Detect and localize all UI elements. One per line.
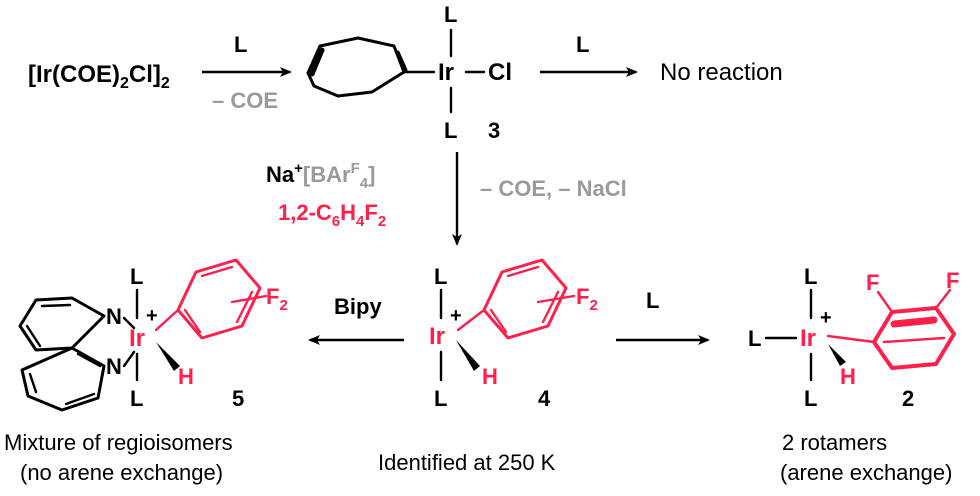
ligand-l-top-4: L [434, 264, 447, 289]
cyclooctene-ring [306, 36, 406, 98]
compound-3: Ir L L Cl 3 [306, 2, 512, 143]
no-reaction-label: No reaction [660, 59, 783, 86]
compound-3-number: 3 [488, 118, 500, 143]
ir-hydride-wedge-4 [456, 340, 480, 371]
starting-material: [Ir(COE)2Cl]2 [28, 61, 170, 92]
f2-label-4: F2 [576, 284, 598, 314]
ligand-l-bottom: L [444, 118, 457, 143]
iridium-atom-2: Ir [800, 325, 816, 352]
step2-reagent: L [576, 32, 589, 57]
step4-reagent: Bipy [334, 294, 382, 319]
hydride-h-4: H [482, 364, 498, 389]
step5-reagent: L [646, 288, 659, 313]
ligand-l-top-5: L [130, 264, 143, 289]
hydride-h-5: H [178, 364, 194, 389]
n-ir-bond-top-5 [122, 316, 136, 330]
ligand-l-bottom-5: L [130, 386, 143, 411]
bipy-ring-bottom [20, 346, 106, 412]
ir-hydride-wedge-5 [156, 342, 180, 371]
compound-2-number: 2 [902, 386, 914, 411]
arene-double-bond-4b [541, 290, 560, 324]
plus-charge-4: + [450, 305, 462, 327]
arene-f2-bond-5 [230, 294, 268, 304]
olefin-double-bond [396, 50, 408, 72]
c-f-bond-right-2 [934, 288, 952, 310]
bipy-bottom-double-b [64, 392, 96, 406]
arene-double-bond-5c [183, 308, 202, 334]
hydride-h-2: H [840, 364, 856, 389]
step1-byproduct: – COE [212, 88, 278, 113]
ligand-l-top: L [444, 2, 457, 27]
chlorine-atom: Cl [488, 59, 512, 86]
arene-2-mid-bond [882, 336, 946, 344]
plus-charge-2: + [820, 307, 832, 329]
step1-reagent: L [234, 32, 247, 57]
compound-5-number: 5 [232, 386, 244, 411]
compound-4: L Ir + L H F2 4 [429, 258, 598, 411]
plus-charge-5: + [146, 305, 158, 327]
iridium-atom-4: Ir [429, 323, 445, 350]
ligand-l-top-2: L [804, 264, 817, 289]
step3-arene: 1,2-C6H4F2 [278, 200, 386, 230]
compound-5-caption-line2: (no arene exchange) [20, 460, 223, 485]
iridium-atom: Ir [438, 59, 454, 86]
arene-double-bond-4a [506, 265, 540, 278]
bipy-top-double-a [40, 303, 72, 308]
ring-shade-bond [309, 47, 325, 77]
fluorine-left-2: F [866, 270, 879, 295]
compound-2-caption-line2: (arene exchange) [780, 460, 952, 485]
bipy-bottom-double-a [28, 372, 38, 394]
compound-2: L Ir + L L H F F 2 [748, 264, 959, 411]
fluoroarene-ring-5 [176, 258, 262, 340]
compound-4-caption: Identified at 250 K [378, 450, 556, 475]
arene-double-bond-5b [235, 290, 254, 324]
compound-2-caption-line1: 2 rotamers [782, 430, 887, 455]
compound-5-caption-line1: Mixture of regioisomers [4, 430, 233, 455]
ir-hydride-wedge-2 [828, 344, 846, 366]
c-f-bond-left-2 [876, 290, 894, 314]
ligand-l-bottom-2: L [804, 386, 817, 411]
arene-2-front-bond [890, 316, 938, 328]
ir-arene-bond-2 [826, 334, 876, 344]
step3-salt: Na+[BArF4] [266, 160, 375, 192]
nitrogen-bottom-5: N [106, 354, 122, 379]
n-ir-bond-bottom-5 [122, 350, 136, 368]
nitrogen-top-5: N [106, 304, 122, 329]
bipy-top-double-b [25, 324, 42, 348]
ligand-l-bottom-4: L [434, 386, 447, 411]
f2-label-5: F2 [266, 284, 288, 314]
arene-f2-bond-4 [536, 294, 576, 304]
iridium-atom-5: Ir [129, 325, 145, 352]
compound-5: N N L Ir + L H F2 5 [18, 258, 288, 412]
ir-aryl-bond-4 [456, 308, 486, 332]
fluoroarene-ring-4 [482, 258, 568, 340]
ir-aryl-bond-5 [154, 308, 180, 332]
arene-double-bond-4c [489, 308, 508, 334]
ligand-l-left-2: L [748, 326, 761, 351]
arene-double-bond-5a [200, 265, 234, 278]
fluorine-right-2: F [946, 268, 959, 293]
bipy-bottom-double-c [76, 352, 102, 368]
step3-byproduct: – COE, – NaCl [480, 176, 627, 201]
compound-4-number: 4 [538, 386, 551, 411]
